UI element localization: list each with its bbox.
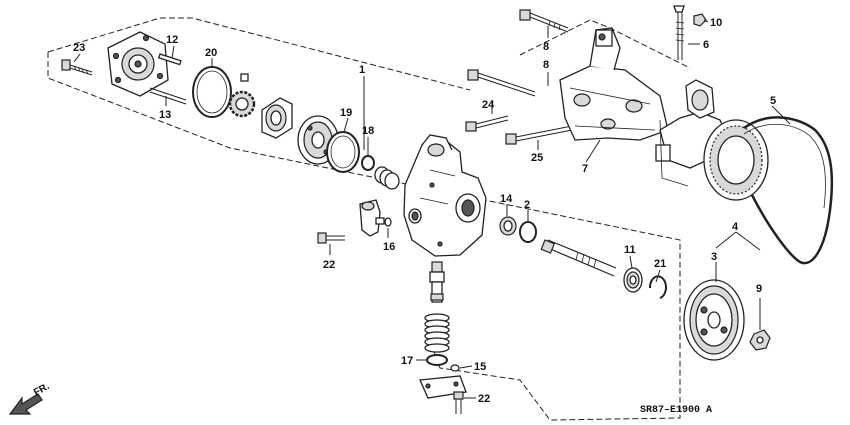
leader-lines [73, 19, 791, 399]
dowel-pin-13 [149, 87, 187, 105]
callout-4: 4 [732, 221, 739, 233]
rear-cover-plate [107, 31, 169, 97]
bolt-23 [61, 59, 93, 76]
callout-14: 14 [500, 193, 513, 205]
nut-9 [749, 329, 771, 351]
pulley-assembled [703, 119, 769, 201]
bolt-22-left [317, 232, 345, 244]
callout-9: 9 [756, 283, 762, 295]
drive-belt-5 [743, 116, 834, 265]
pulley-3 [683, 279, 745, 361]
flow-control-spring [374, 166, 400, 190]
seal-16 [384, 217, 392, 227]
bearing-11 [623, 267, 643, 293]
callout-2: 2 [524, 199, 530, 211]
vane [240, 73, 249, 82]
callout-6: 6 [703, 39, 709, 51]
mounting-bracket-7 [559, 27, 669, 141]
bolt-25 [505, 125, 573, 145]
front-direction-indicator: FR. [8, 381, 52, 415]
snap-ring-2 [519, 221, 537, 243]
callout-11: 11 [624, 244, 636, 256]
callout-24: 24 [482, 99, 495, 111]
drawing-code: SR87–E1900 A [640, 405, 712, 416]
callout-19: 19 [340, 107, 352, 119]
bolt-22-bottom [453, 391, 464, 414]
callout-22-left: 22 [323, 259, 335, 271]
o-ring-20 [192, 66, 232, 118]
callout-15: 15 [474, 361, 486, 373]
callout-12: 12 [166, 34, 178, 46]
bolt-8-top [519, 9, 569, 33]
pump-body [403, 134, 487, 257]
callout-13: 13 [159, 109, 171, 121]
callout-17: 17 [401, 355, 413, 367]
callout-20: 20 [205, 47, 217, 59]
direction-label: FR. [32, 381, 52, 399]
bracket-boundary [519, 19, 691, 69]
outlet-fitting [359, 199, 385, 237]
callout-8-lower: 8 [543, 59, 549, 71]
bolt-6 [673, 5, 685, 60]
pump-rotor [228, 90, 256, 118]
pump-shaft [540, 239, 617, 277]
assembly-boundary [47, 52, 681, 421]
arrow-icon [8, 393, 43, 415]
flow-control-valve [429, 261, 445, 303]
snap-ring-21 [648, 275, 667, 299]
callout-8-top: 8 [543, 41, 549, 53]
callout-3: 3 [711, 251, 717, 263]
nut-10 [693, 13, 707, 27]
o-ring-19 [326, 131, 360, 173]
callout-21: 21 [654, 258, 666, 270]
callout-1: 1 [359, 64, 365, 76]
callout-7: 7 [582, 163, 588, 175]
oil-seal-14 [499, 216, 517, 236]
o-ring-15 [450, 364, 460, 372]
callout-23: 23 [73, 42, 85, 54]
callout-25: 25 [531, 152, 543, 164]
callout-5: 5 [770, 95, 776, 107]
o-ring-17 [426, 354, 448, 366]
callout-16: 16 [383, 241, 395, 253]
dowel-pin-12 [157, 53, 182, 66]
valve-spring [424, 313, 450, 353]
assembly-boundary-top [47, 17, 471, 91]
callout-10: 10 [710, 17, 722, 29]
callout-18: 18 [362, 125, 374, 137]
callouts: 1 2 3 4 5 6 7 8 8 9 10 11 12 13 14 15 16… [73, 17, 776, 405]
bolt-8-lower [467, 69, 536, 97]
callout-22-bottom: 22 [478, 393, 490, 405]
cam-ring [261, 97, 293, 139]
o-ring-18 [361, 155, 375, 171]
bolt-24 [465, 115, 509, 132]
